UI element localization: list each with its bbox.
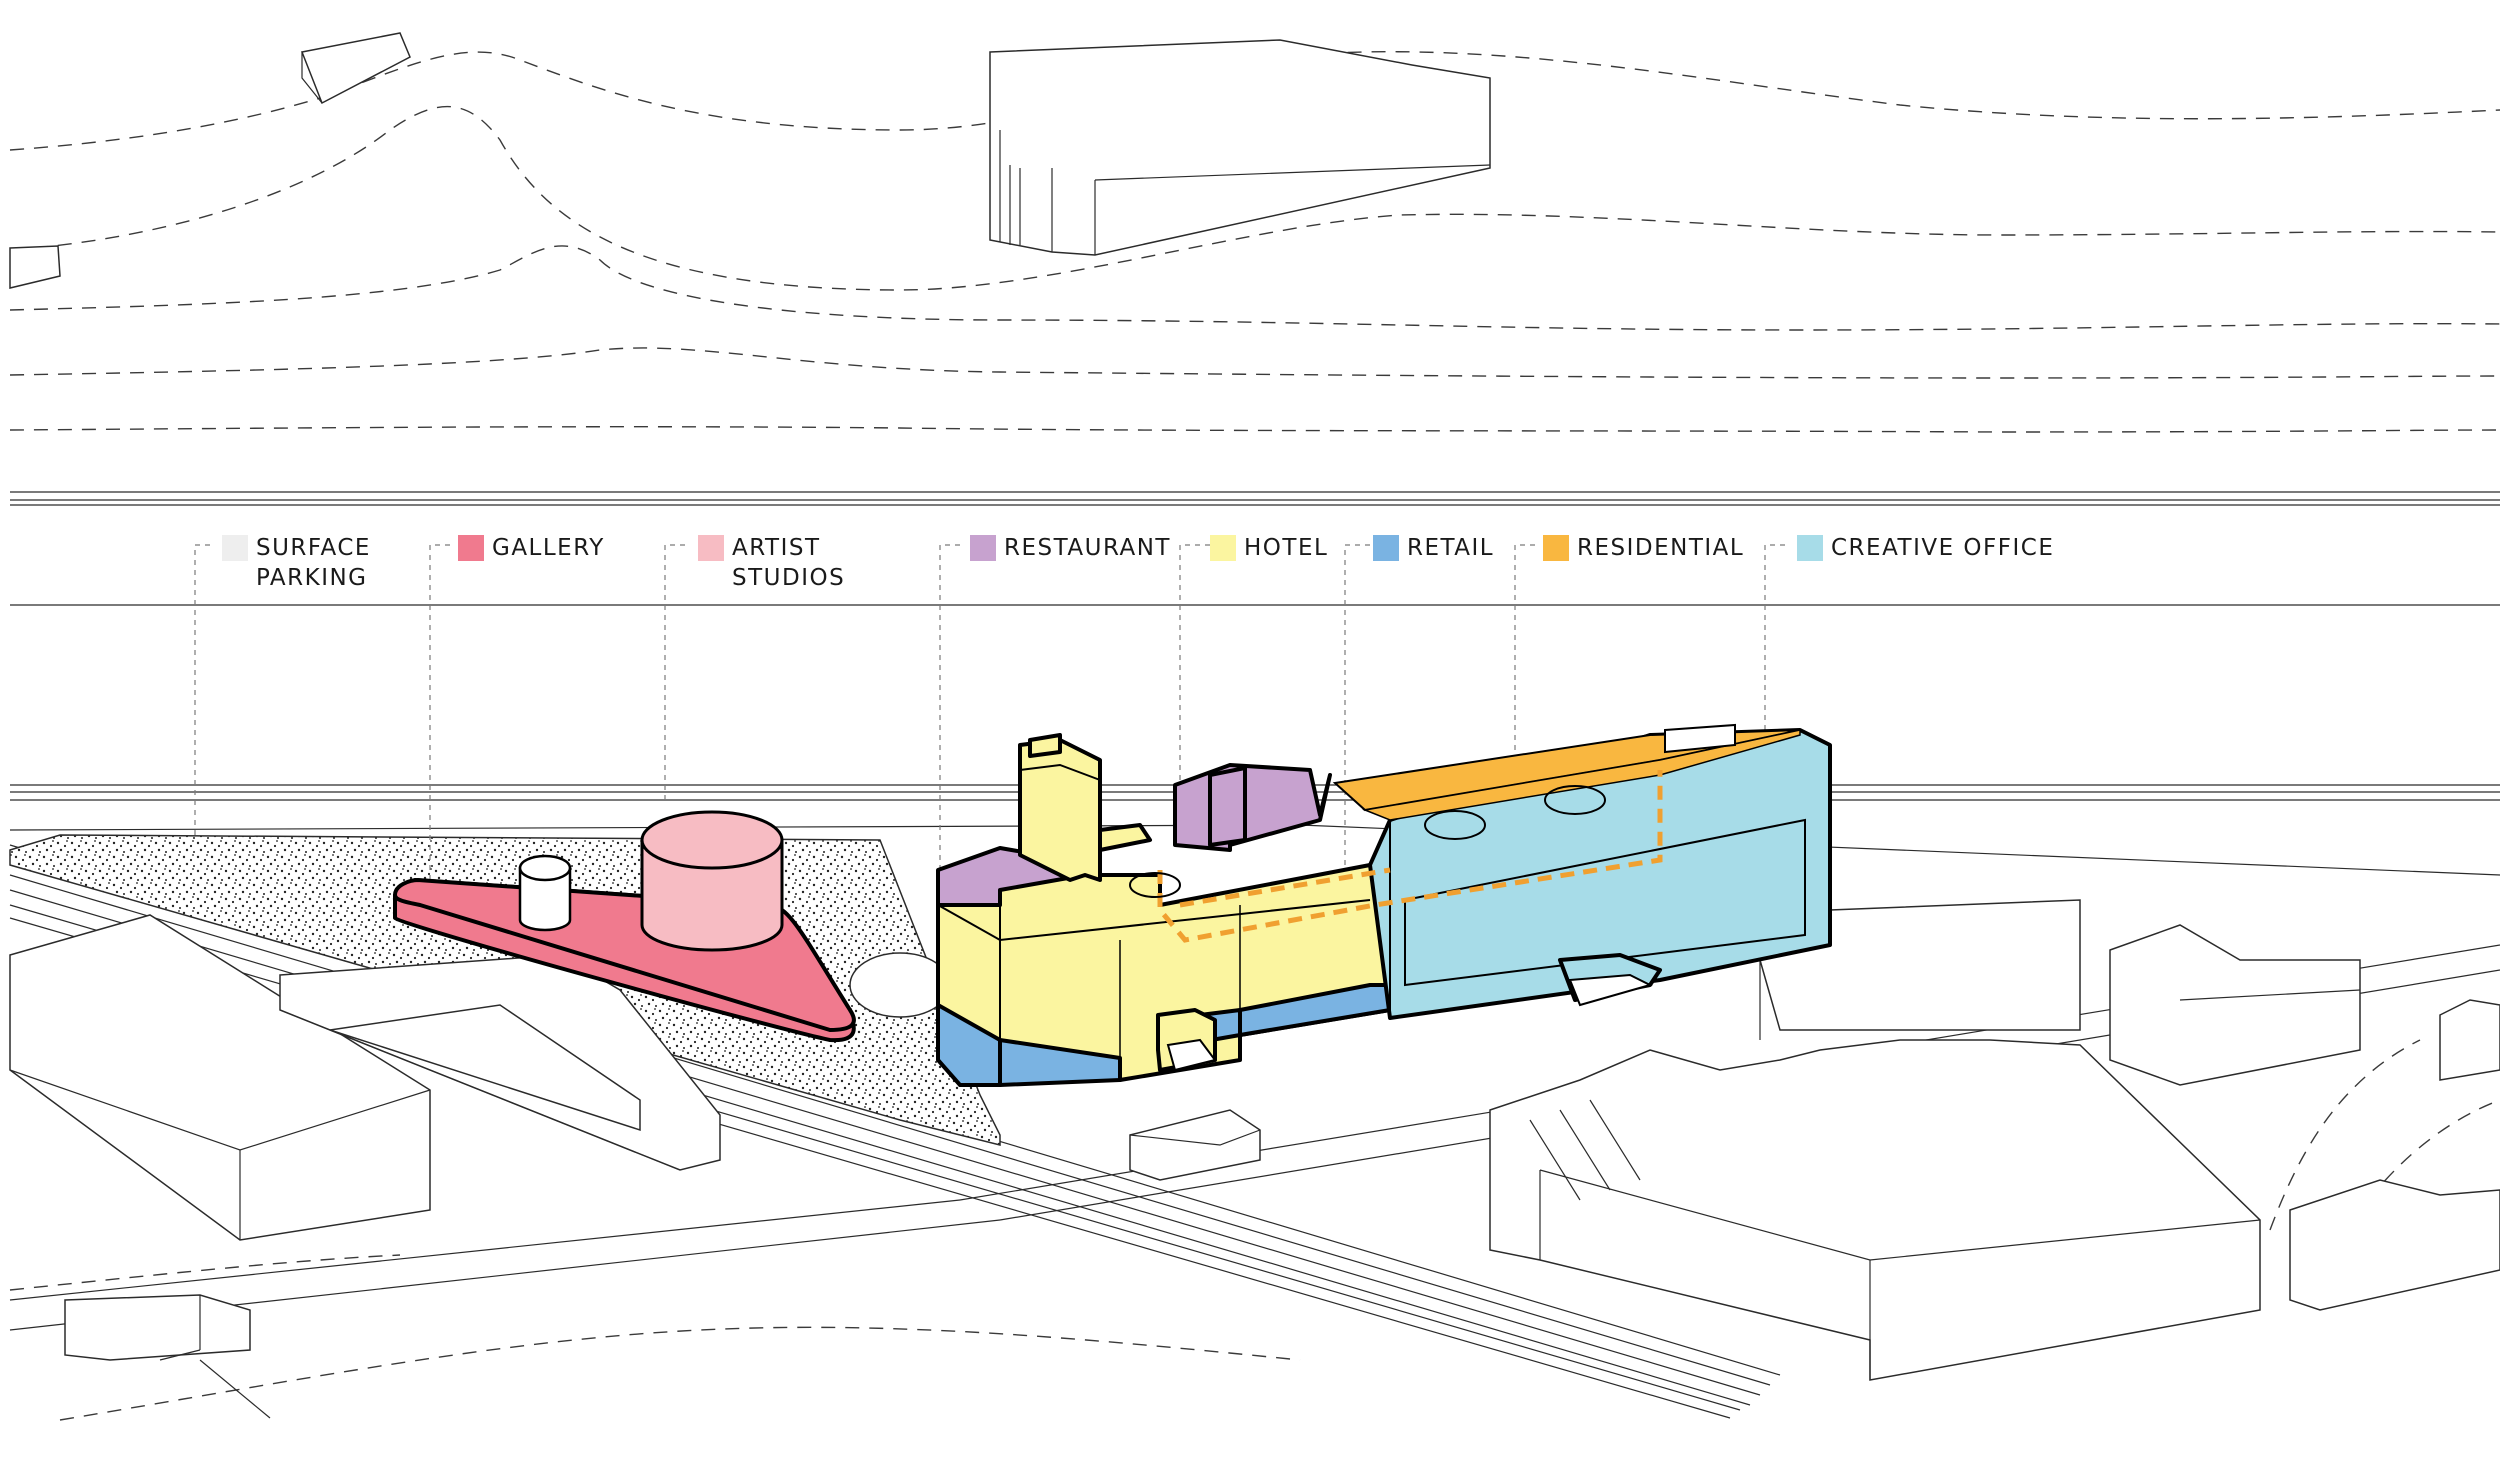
legend-label: RETAIL — [1407, 535, 1495, 561]
legend-label: CREATIVE OFFICE — [1831, 535, 2055, 561]
legend-item-gallery: GALLERY — [458, 535, 605, 563]
legend-swatch — [458, 535, 484, 561]
neighbor-buildings-southwest — [9, 914, 721, 1419]
legend-label: RESTAURANT — [1004, 535, 1171, 561]
legend-swatch — [1543, 535, 1569, 561]
legend-swatch — [970, 535, 996, 561]
legend-label: HOTEL — [1244, 535, 1329, 561]
roundabout — [849, 952, 951, 1018]
legend-label: GALLERY — [492, 535, 605, 561]
legend-swatch — [1210, 535, 1236, 561]
neighbor-buildings-north — [9, 32, 1491, 289]
main-building — [936, 723, 1832, 1087]
legend-item-creative-office: CREATIVE OFFICE — [1797, 535, 2054, 563]
legend-item-restaurant: RESTAURANT — [970, 535, 1171, 563]
neighbor-buildings-southeast — [1129, 899, 2500, 1381]
leader-lines — [194, 544, 1785, 985]
legend-label: RESIDENTIAL — [1577, 535, 1745, 561]
legend-swatch — [1797, 535, 1823, 561]
legend-item-artist-studios: ARTIST STUDIOS — [698, 535, 845, 593]
legend-item-hotel: HOTEL — [1210, 535, 1328, 563]
legend-item-retail: RETAIL — [1373, 535, 1494, 563]
legend-label: SURFACE PARKING — [256, 535, 371, 591]
artist-studios-block — [640, 810, 784, 952]
legend-item-residential: RESIDENTIAL — [1543, 535, 1744, 563]
legend-swatch — [698, 535, 724, 561]
legend-label: ARTIST STUDIOS — [732, 535, 846, 591]
legend-swatch — [1373, 535, 1399, 561]
legend-item-surface-parking: SURFACE PARKING — [222, 535, 371, 593]
legend-swatch — [222, 535, 248, 561]
